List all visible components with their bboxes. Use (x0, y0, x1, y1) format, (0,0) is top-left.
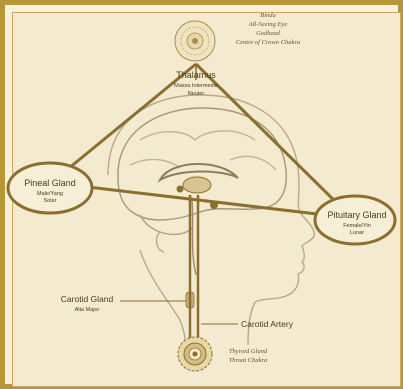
brain-fold-1 (140, 131, 255, 140)
crown-label: Bindu All-Seeing Eye Godhead Centre of C… (236, 12, 300, 46)
thyroid-line-2: Throat Chakra (229, 357, 268, 364)
pineal-title: Pineal Gland (24, 178, 76, 188)
thalamus-body (183, 177, 211, 193)
carotid-gland-title: Carotid Gland (61, 294, 114, 304)
thalamus-title: Thalamus (176, 70, 216, 80)
crown-line-2: All-Seeing Eye (248, 21, 288, 28)
head-illustration (108, 95, 314, 350)
crown-line-1: Bindu (260, 12, 276, 19)
pineal-line-1: Male/Yang (37, 191, 63, 197)
pituitary-gland-ring (315, 196, 395, 244)
brainstem (192, 200, 196, 275)
neck-back-outline (140, 250, 186, 350)
thalamus-label: Thalamus Massa Intermedia Neuter (174, 70, 219, 97)
carotid-artery-title: Carotid Artery (241, 319, 294, 329)
pineal-gland-ring (8, 163, 92, 213)
carotid-gland-line-1: Alta Major (75, 307, 100, 313)
thalamus-line-2: Neuter (188, 91, 205, 97)
pituitary-line-1: Female/Yin (343, 223, 371, 229)
pineal-line-2: Solar (44, 198, 57, 204)
crown-line-3: Godhead (256, 30, 281, 37)
brain-fold-2 (130, 159, 180, 168)
carotid-artery-label: Carotid Artery (241, 319, 294, 329)
thalamus-line-1: Massa Intermedia (174, 83, 219, 89)
ear-outline (157, 232, 164, 252)
thyroid-line-1: Thyroid Gland (229, 348, 268, 355)
pituitary-line-2: Lunar (350, 230, 364, 236)
carotid-gland-label: Carotid Gland Alta Major (61, 294, 114, 313)
pineal-body (177, 186, 184, 193)
throat-chakra-icon (178, 337, 212, 371)
cerebellum (140, 215, 192, 234)
thyroid-label: Thyroid Gland Throat Chakra (229, 348, 268, 364)
brain-fold-3 (230, 156, 276, 170)
pituitary-title: Pituitary Gland (327, 210, 386, 220)
crown-chakra-icon (175, 21, 215, 61)
crown-line-4: Centre of Crown Chakra (236, 39, 300, 46)
triangle-right-edge (196, 64, 352, 218)
